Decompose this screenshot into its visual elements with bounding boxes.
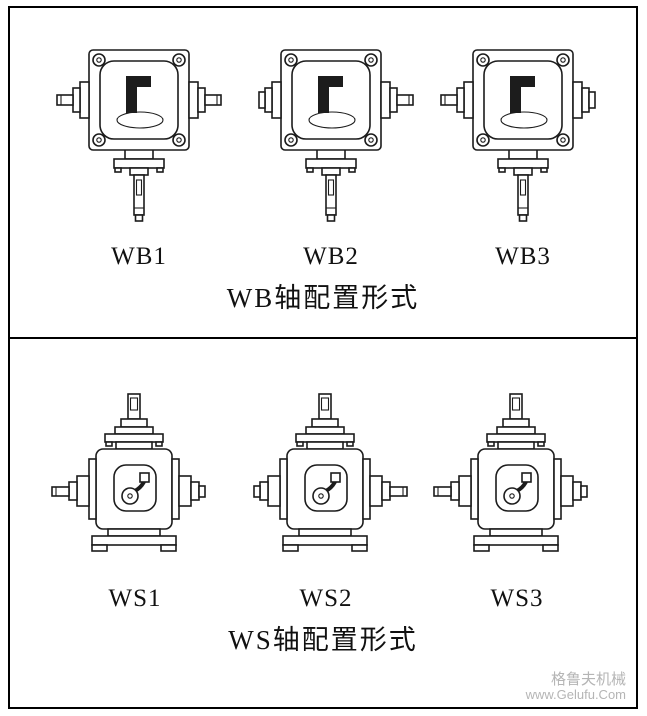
gearbox-figure-wb2: WB2	[246, 38, 416, 271]
gearbox-figure-wb3: WB3	[438, 38, 608, 271]
figure-label-ws3: WS3	[490, 585, 544, 612]
panel-caption-wb: WB轴配置形式	[226, 283, 420, 313]
panel-ws: WS1 WS2 WS3 WS轴配置形式 格鲁夫机械 www.Gelufu.Com	[8, 337, 638, 709]
panel-caption-ws: WS轴配置形式	[228, 625, 418, 655]
figure-label-wb3: WB3	[495, 243, 551, 270]
gearbox-drawing-ws1	[50, 391, 220, 563]
gearbox-drawing-ws2	[241, 391, 411, 563]
gearbox-drawing-wb3	[438, 38, 608, 233]
gearbox-drawing-wb2	[246, 38, 416, 233]
watermark: 格鲁夫机械 www.Gelufu.Com	[526, 671, 626, 703]
figure-label-wb1: WB1	[111, 243, 167, 270]
gearbox-figure-wb1: WB1	[54, 38, 224, 271]
figure-label-ws2: WS2	[299, 585, 353, 612]
gearbox-figure-ws1: WS1	[50, 391, 220, 613]
gearbox-drawing-ws3	[432, 391, 602, 563]
figure-label-wb2: WB2	[303, 243, 359, 270]
figure-label-ws1: WS1	[108, 585, 162, 612]
gearbox-drawing-wb1	[54, 38, 224, 233]
watermark-brand: 格鲁夫机械	[550, 670, 626, 688]
wb-figures-row: WB1 WB2 WB3	[10, 8, 636, 271]
watermark-url: www.Gelufu.Com	[525, 687, 626, 703]
gearbox-figure-ws2: WS2	[241, 391, 411, 613]
ws-figures-row: WS1 WS2 WS3	[10, 339, 636, 613]
panel-wb: WB1 WB2 WB3 WB轴配置形式	[8, 6, 638, 339]
gearbox-figure-ws3: WS3	[432, 391, 602, 613]
